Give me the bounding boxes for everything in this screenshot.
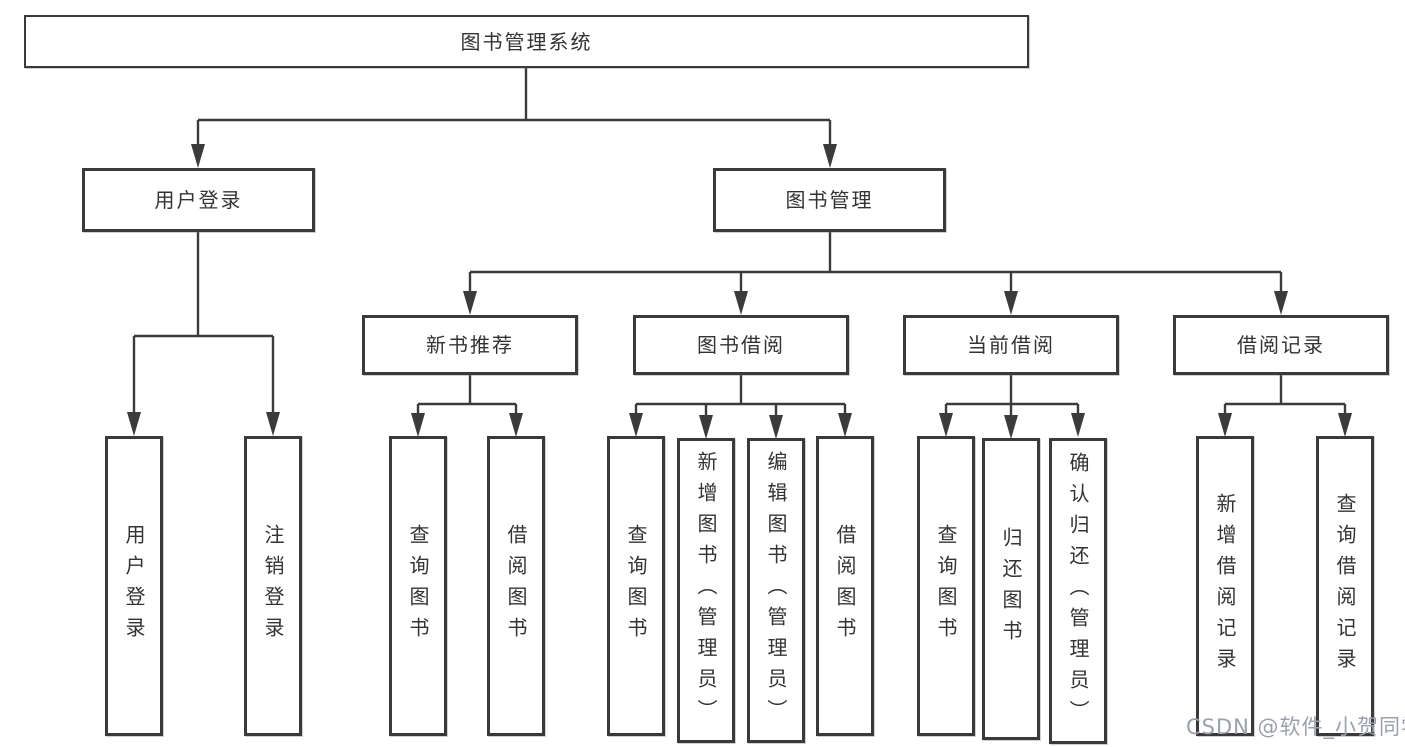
leaf-confirm-return-admin: 确认归还（管理员） bbox=[1049, 438, 1107, 744]
node-book-borrowing: 图书借阅 bbox=[633, 315, 849, 375]
node-borrow-records: 借阅记录 bbox=[1173, 315, 1389, 375]
leaf-add-books-admin: 新增图书（管理员） bbox=[677, 438, 735, 743]
leaf-user-login: 用户登录 bbox=[105, 436, 163, 736]
leaf-query-books-current: 查询图书 bbox=[917, 436, 975, 736]
leaf-borrow-books-recommend: 借阅图书 bbox=[487, 436, 545, 736]
csdn-watermark: CSDN @软件_小贺同学 bbox=[1186, 715, 1405, 739]
leaf-query-books-recommend: 查询图书 bbox=[389, 436, 447, 736]
node-current-borrowing: 当前借阅 bbox=[903, 315, 1119, 375]
leaf-borrow-books-borrowing: 借阅图书 bbox=[816, 436, 874, 736]
node-user-login: 用户登录 bbox=[82, 168, 315, 232]
node-new-book-recommend: 新书推荐 bbox=[362, 315, 578, 375]
leaf-edit-books-admin: 编辑图书（管理员） bbox=[747, 438, 805, 743]
leaf-add-borrow-record: 新增借阅记录 bbox=[1196, 436, 1254, 736]
node-book-management: 图书管理 bbox=[713, 168, 946, 232]
leaf-query-borrow-record: 查询借阅记录 bbox=[1316, 436, 1374, 736]
leaf-return-books: 归还图书 bbox=[982, 438, 1040, 740]
leaf-query-books-borrowing: 查询图书 bbox=[607, 436, 665, 736]
node-library-management-system: 图书管理系统 bbox=[24, 15, 1029, 68]
leaf-logout: 注销登录 bbox=[244, 436, 302, 736]
